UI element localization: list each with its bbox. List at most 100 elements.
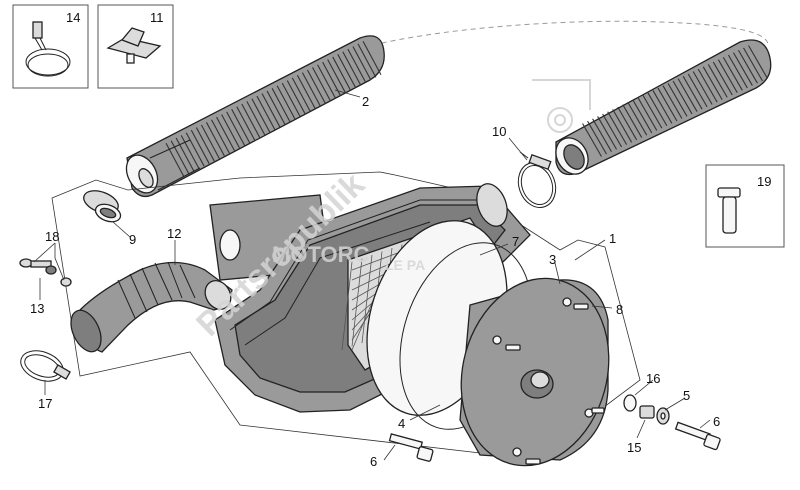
hose-rib	[602, 113, 623, 148]
inset-box-19	[705, 164, 785, 248]
callout-10: 10	[492, 124, 506, 139]
callout-15: 15	[627, 440, 641, 455]
hose-rib	[286, 80, 306, 115]
hose-rib	[170, 140, 190, 175]
watermark-line2: LE PA	[385, 257, 425, 273]
filter-mesh-line	[351, 258, 363, 347]
spacer-washer-bolt-set	[623, 394, 721, 451]
hose-rib	[607, 111, 628, 145]
hose-rib	[261, 93, 281, 128]
hose-rib	[582, 123, 602, 157]
filter-mesh-line	[361, 254, 373, 344]
hose-rib	[617, 106, 638, 141]
callout-9: 9	[129, 232, 136, 247]
hose-rib	[236, 106, 256, 141]
bolt-6-lower	[388, 433, 434, 462]
callout-13: 13	[30, 301, 44, 316]
callout-6-right: 6	[713, 414, 720, 429]
hose-rib	[707, 64, 728, 98]
hose-rib	[185, 132, 205, 167]
hose-rib	[697, 68, 718, 103]
hose-rib	[276, 85, 296, 120]
hose-rib	[748, 45, 768, 79]
hose-rib	[743, 47, 763, 82]
hose-rib	[296, 74, 316, 110]
hose-rib	[357, 43, 377, 78]
callout-19: 19	[757, 174, 771, 189]
leader-lines	[33, 89, 711, 461]
hose-rib	[647, 92, 668, 127]
callout-2: 2	[362, 94, 369, 109]
callout-12: 12	[167, 226, 181, 241]
hose-rib	[352, 46, 372, 81]
hose-rib	[622, 104, 643, 138]
callout-18: 18	[45, 229, 59, 244]
hose-rib	[682, 75, 703, 110]
callout-16: 16	[646, 371, 660, 386]
hose-rib	[627, 101, 648, 136]
hose-rib	[165, 142, 185, 178]
hose-rib	[200, 124, 220, 159]
hose-rib	[612, 109, 633, 143]
hose-rib	[722, 57, 743, 91]
hose-rib	[175, 137, 195, 172]
filter-mesh-line	[351, 297, 375, 351]
hose-rib	[717, 59, 738, 93]
hose-rib	[322, 61, 342, 96]
intake-duct-12	[70, 261, 233, 353]
hose-rib	[712, 61, 733, 96]
corrugated-hose-left	[125, 35, 385, 198]
hose-rib	[211, 119, 230, 154]
inset-box-14	[12, 4, 89, 89]
hose-rib	[226, 111, 246, 146]
hose-rib	[652, 90, 673, 124]
hose-rib	[231, 108, 251, 144]
hose-rib	[692, 71, 713, 105]
hose-rib	[732, 52, 753, 86]
callout-6-lower: 6	[370, 454, 377, 469]
callout-11: 11	[150, 10, 164, 25]
hose-rib	[291, 77, 311, 112]
filter-cover-3	[459, 277, 610, 467]
callout-labels: 14 11 2 10 19 18 13 9 12 7 1 3 8 17 4 16…	[30, 10, 771, 469]
hose-rib	[271, 88, 291, 123]
hose-rib	[667, 83, 688, 117]
hose-rib	[347, 48, 367, 83]
corrugated-hose-right	[555, 39, 772, 176]
callout-17: 17	[38, 396, 52, 411]
hose-rib	[256, 95, 276, 130]
hose-rib	[281, 82, 301, 117]
hose-rib	[592, 118, 612, 153]
hose-clamp-17	[20, 350, 71, 382]
hose-rib	[642, 94, 663, 129]
callout-4: 4	[398, 416, 405, 431]
hose-rib	[672, 80, 693, 115]
callout-3: 3	[549, 252, 556, 267]
hose-rib	[727, 54, 748, 89]
hose-rib	[251, 98, 271, 133]
hose-rib	[317, 64, 336, 99]
hose-rib	[662, 85, 683, 119]
inset-box-11	[97, 4, 174, 89]
hose-rib	[702, 66, 723, 101]
hose-rib	[266, 90, 286, 125]
callout-5: 5	[683, 388, 690, 403]
watermark-line1: MOTORC	[272, 242, 369, 267]
callout-8: 8	[616, 302, 623, 317]
hose-rib	[205, 122, 225, 157]
hose-rib	[337, 54, 357, 89]
hose-rib	[241, 103, 261, 138]
hose-rib	[312, 67, 331, 102]
hose-clamp-10	[517, 151, 557, 208]
hose-rib	[637, 97, 658, 131]
callout-14: 14	[66, 10, 80, 25]
hose-rib	[216, 116, 235, 151]
hose-link-dashed-line	[329, 20, 769, 59]
hose-rib	[180, 135, 200, 170]
assembly-outline	[51, 171, 641, 461]
hose-rib	[587, 120, 607, 155]
hose-rib	[597, 116, 618, 150]
hose-rib	[677, 78, 698, 112]
hose-rib	[190, 129, 210, 164]
